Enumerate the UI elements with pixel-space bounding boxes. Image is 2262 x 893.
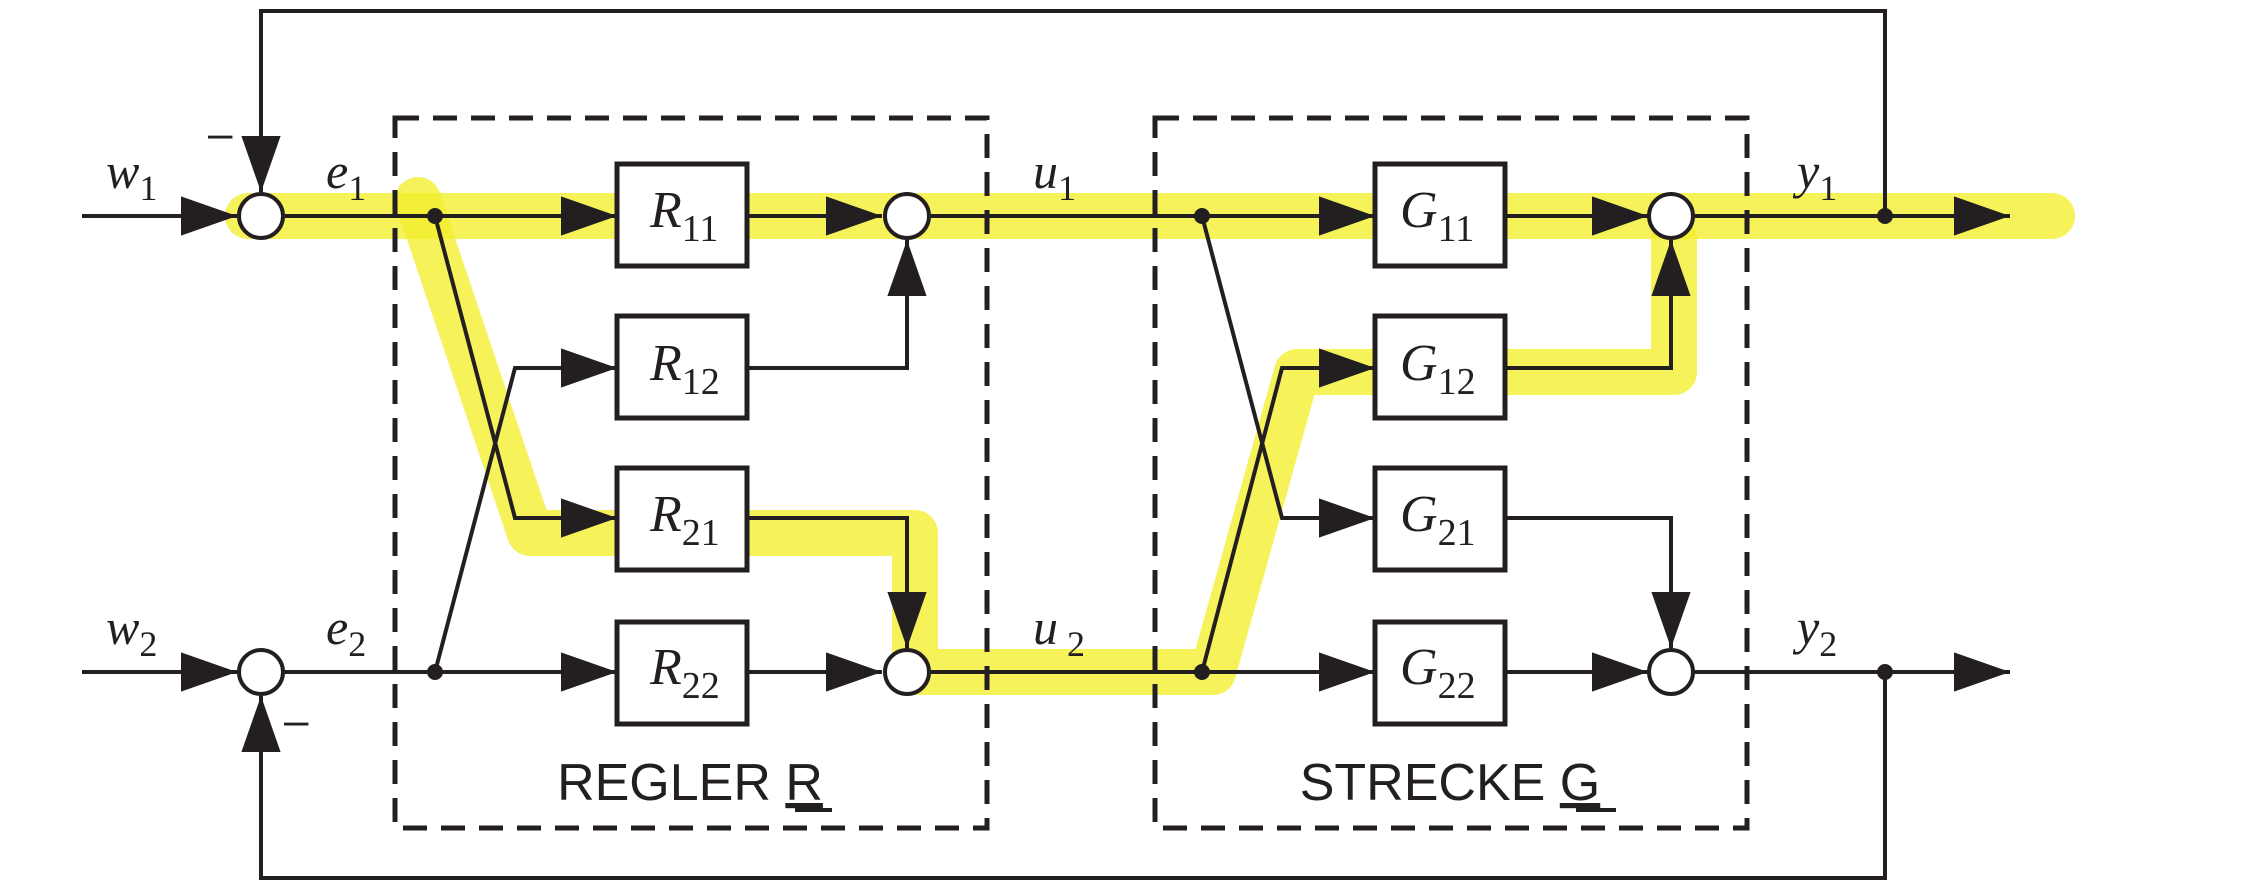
svg-text:R12: R12 [649, 335, 720, 403]
block-G11: G11 [1372, 161, 1508, 269]
junction-e1 [427, 208, 443, 224]
block-R21: R21 [614, 465, 750, 573]
block-G12: G12 [1372, 313, 1508, 421]
minus-sign-bottom: – [284, 696, 309, 745]
svg-text:G12: G12 [1400, 335, 1476, 403]
block-R12: R12 [614, 313, 750, 421]
junction-u2 [1194, 664, 1210, 680]
minus-sign-top: – [208, 109, 233, 158]
block-R22: R22 [614, 619, 750, 727]
block-R11: R11 [614, 161, 750, 269]
signal-label-e2: e2 [326, 599, 366, 664]
signal-label-u1: u1 [1033, 143, 1076, 208]
block-G21: G21 [1372, 465, 1508, 573]
svg-text:R22: R22 [649, 639, 720, 707]
strecke-label: STRECKE G [1300, 754, 1601, 812]
signal-label-e1: e1 [326, 143, 366, 208]
svg-text:G22: G22 [1400, 639, 1476, 707]
line-R12-to-sum [747, 240, 927, 370]
line-u1-to-G21 [1200, 215, 1375, 538]
strecke-group-box [1152, 115, 1750, 831]
signal-label-w1: w1 [106, 143, 157, 208]
svg-text:G21: G21 [1400, 486, 1476, 554]
sum-junction-u1 [883, 192, 931, 240]
signal-label-u2: u 2 [1033, 599, 1085, 664]
regler-group-box [392, 115, 990, 831]
feedback-line-y1 [241, 9, 1887, 216]
sum-junction-e1 [237, 192, 285, 240]
highlight-paths [225, 177, 2075, 695]
junction-y2 [1877, 664, 1893, 680]
feedback-line-y2 [241, 672, 1887, 880]
sum-junction-y2 [1647, 648, 1695, 696]
sum-junction-u2 [883, 648, 931, 696]
line-e2-to-R12 [433, 348, 617, 673]
junction-u1 [1194, 208, 1210, 224]
svg-text:R11: R11 [649, 182, 718, 250]
svg-text:G11: G11 [1400, 182, 1474, 250]
line-e1-to-R21 [433, 215, 617, 538]
svg-text:R21: R21 [649, 486, 720, 554]
junction-e2 [427, 664, 443, 680]
sum-junction-y1 [1647, 192, 1695, 240]
sum-junction-e2 [237, 648, 285, 696]
line-G21-to-sum [1505, 516, 1691, 648]
signal-label-w2: w2 [106, 599, 157, 664]
regler-label: REGLER R [557, 754, 823, 812]
line-R21-to-sum [747, 516, 927, 648]
junction-y1 [1877, 208, 1893, 224]
line-u2-to-G12 [1200, 348, 1375, 673]
signal-label-y1: y1 [1792, 143, 1837, 208]
signal-label-y2: y2 [1792, 599, 1837, 664]
block-G22: G22 [1372, 619, 1508, 727]
line-G12-to-sum [1505, 240, 1691, 370]
